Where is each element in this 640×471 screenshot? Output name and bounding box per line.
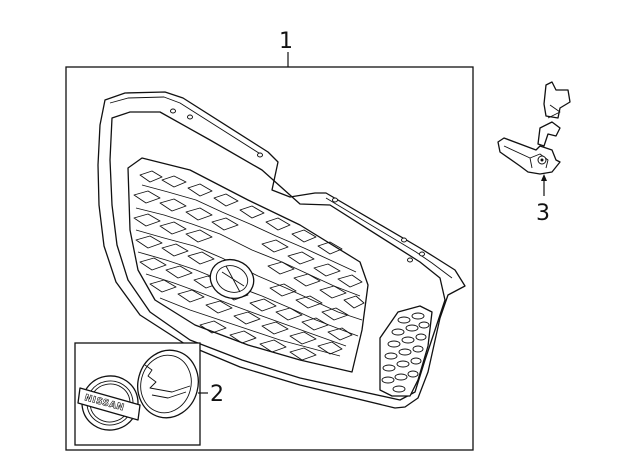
grille-assembly[interactable] xyxy=(97,91,466,409)
bracket-part[interactable] xyxy=(497,81,571,175)
callout-1-label[interactable]: 1 xyxy=(279,29,293,54)
emblem-badge[interactable]: NISSAN xyxy=(77,372,143,435)
callout-2-label[interactable]: 2 xyxy=(210,382,224,407)
callout-3-arrow xyxy=(541,174,547,181)
callout-3-label[interactable]: 3 xyxy=(536,201,550,226)
grille-frame-box xyxy=(65,66,474,451)
emblem-backing-plate[interactable] xyxy=(130,343,206,424)
